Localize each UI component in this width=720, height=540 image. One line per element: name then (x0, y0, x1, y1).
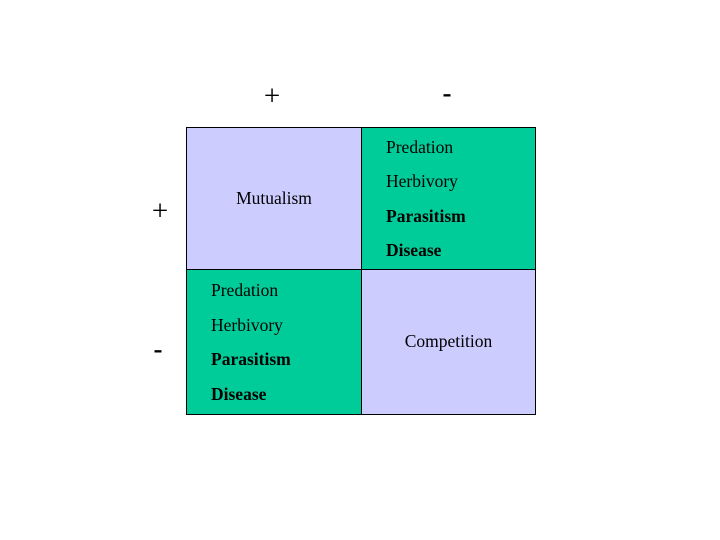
cell-plus-minus-line-3: Parasitism (386, 205, 466, 226)
cell-plus-minus-line-2: Herbivory (386, 171, 458, 191)
cell-minus-plus-line-2: Herbivory (211, 314, 283, 335)
matrix-row-minus: Predation Herbivory Parasitism Disease C… (186, 269, 536, 415)
cell-plus-minus-line-1: Predation (386, 136, 454, 157)
matrix-row-plus: Mutualism Predation Herbivory Parasitism… (186, 127, 536, 270)
interaction-matrix: Mutualism Predation Herbivory Parasitism… (186, 127, 536, 415)
cell-minus-minus-line-1: Competition (404, 331, 493, 352)
cell-minus-plus-line-1: Predation (211, 280, 279, 300)
cell-minus-plus-content: Predation Herbivory Parasitism Disease (187, 273, 361, 411)
cell-plus-minus-line-4: Disease (386, 240, 442, 260)
cell-minus-minus[interactable]: Competition (361, 269, 536, 415)
cell-plus-plus[interactable]: Mutualism (186, 127, 362, 270)
cell-minus-minus-content: Competition (362, 333, 535, 351)
row-header-plus: + (151, 195, 169, 227)
cell-plus-plus-line-1: Mutualism (236, 187, 312, 208)
cell-minus-plus-line-4: Disease (211, 383, 267, 404)
cell-minus-plus-line-3: Parasitism (211, 349, 291, 369)
cell-plus-minus-content: Predation Herbivory Parasitism Disease (362, 130, 535, 268)
row-header-minus: - (153, 334, 163, 364)
column-header-plus: + (263, 80, 281, 112)
column-header-minus: - (442, 78, 452, 108)
cell-plus-plus-content: Mutualism (187, 187, 361, 208)
cell-plus-minus[interactable]: Predation Herbivory Parasitism Disease (361, 127, 536, 270)
cell-minus-plus[interactable]: Predation Herbivory Parasitism Disease (186, 269, 362, 415)
